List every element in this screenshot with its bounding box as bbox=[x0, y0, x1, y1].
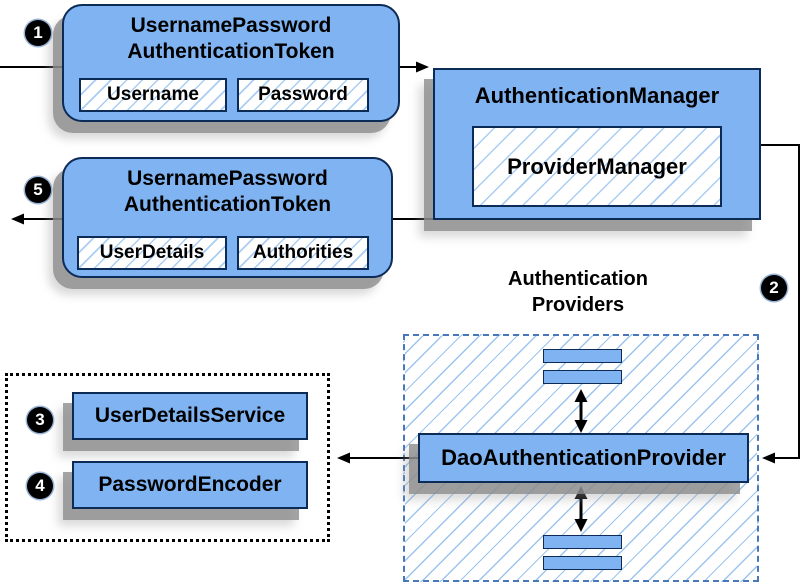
step-4-badge: 4 bbox=[27, 473, 53, 499]
token-response-title: UsernamePassword AuthenticationToken bbox=[123, 167, 332, 216]
authorities-field-box: Authorities bbox=[237, 236, 369, 270]
username-field-box: Username bbox=[79, 78, 227, 112]
dao-authentication-provider-box: DaoAuthenticationProvider bbox=[418, 433, 749, 483]
provider-list-item-bar bbox=[543, 556, 622, 570]
provider-list-item-bar bbox=[543, 535, 622, 549]
password-field-box: Password bbox=[237, 78, 369, 112]
username-password-token-response-box: UsernamePassword AuthenticationToken Use… bbox=[62, 157, 393, 278]
flow-arrow-manager-to-provider bbox=[761, 144, 800, 464]
provider-list-item-bar bbox=[543, 370, 622, 384]
authentication-manager-title: AuthenticationManager bbox=[474, 83, 720, 108]
token-request-title: UsernamePassword AuthenticationToken bbox=[127, 14, 335, 63]
userdetails-field-box: UserDetails bbox=[77, 236, 227, 270]
step-2-badge: 2 bbox=[761, 275, 787, 301]
user-details-service-box: UserDetailsService bbox=[72, 392, 308, 440]
provider-manager-box: ProviderManager bbox=[472, 126, 722, 207]
username-password-token-request-box: UsernamePassword AuthenticationToken Use… bbox=[62, 4, 400, 122]
step-1-badge: 1 bbox=[25, 20, 51, 46]
step-3-badge: 3 bbox=[27, 407, 53, 433]
authentication-manager-box: AuthenticationManager ProviderManager bbox=[433, 68, 761, 220]
step-5-badge: 5 bbox=[25, 177, 51, 203]
authentication-providers-heading: Authentication Providers bbox=[508, 268, 648, 316]
password-encoder-box: PasswordEncoder bbox=[72, 461, 308, 509]
provider-list-item-bar bbox=[543, 349, 622, 363]
